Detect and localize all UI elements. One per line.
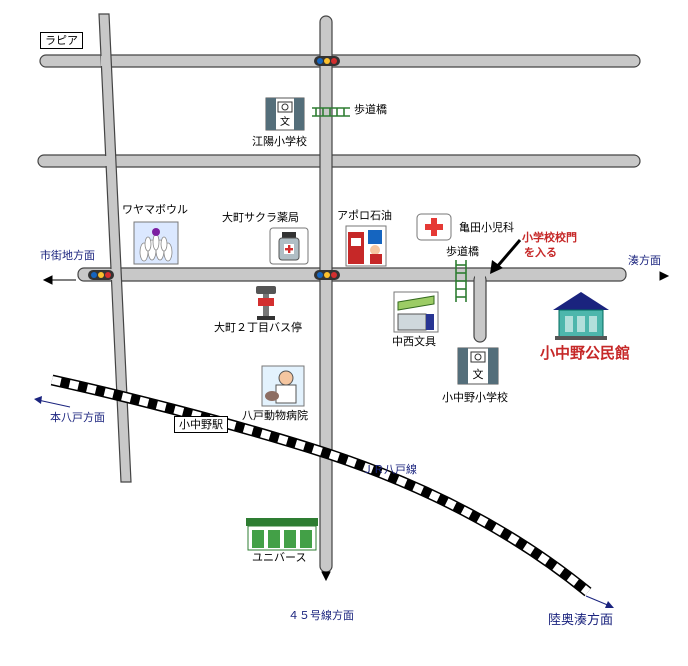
roads [37, 13, 641, 573]
bus-stop-icon [256, 286, 276, 320]
label-rapia: ラピア [40, 32, 83, 49]
school-building-icon: 文 [265, 97, 305, 131]
community-hall-icon [553, 292, 609, 340]
label-bus-stop: 大町２丁目バス停 [214, 321, 302, 334]
stationery-shop-icon [393, 291, 439, 333]
label-to-mutsuminato: 陸奥湊方面 [548, 613, 614, 628]
label-jr-line: ＪＲ八戸線 [362, 463, 417, 476]
traffic-light-main-left [88, 270, 114, 280]
label-konakano-station: 小中野駅 [174, 416, 228, 433]
gas-station-icon [345, 225, 387, 267]
bowling-pins-icon [133, 221, 179, 265]
road-middle [319, 15, 333, 573]
label-to-honhachinohe: 本八戸方面 [50, 411, 105, 424]
label-route45: ４５号線方面 [288, 609, 354, 622]
road-gate [473, 273, 487, 343]
label-to-minato: 湊方面 [628, 254, 661, 267]
label-footbridge-mid: 歩道橋 [446, 245, 479, 258]
label-to-city: 市街地方面 [40, 249, 95, 262]
svg-text:文: 文 [280, 115, 290, 128]
label-gate-line1: 小学校校門 [522, 231, 577, 244]
label-konakano-school: 小中野小学校 [442, 391, 508, 404]
label-community-hall: 小中野公民館 [540, 344, 631, 362]
arrow-honhachinohe-icon [34, 396, 42, 404]
arrow-down-icon [321, 571, 331, 582]
label-sakura-pharmacy: 大町サクラ薬局 [222, 211, 299, 224]
direction-arrow-icon [490, 239, 522, 274]
traffic-light-main-center [314, 270, 340, 280]
svg-text:文: 文 [473, 367, 484, 381]
veterinarian-icon [261, 365, 305, 407]
label-wayama-bowl: ワヤマボウル [122, 203, 188, 216]
school-building-icon: 文 [457, 347, 499, 385]
road-second [37, 154, 641, 168]
footbridge-mid-icon [455, 260, 467, 302]
label-animal-hospital: 八戸動物病院 [242, 409, 308, 422]
road-arrows [34, 271, 670, 608]
label-apollo-oil: アポロ石油 [337, 209, 392, 222]
railway-jr-hachinohe-line [50, 374, 592, 597]
red-cross-icon [416, 213, 452, 241]
label-nakanishi: 中西文具 [392, 335, 436, 348]
medicine-bottle-icon [269, 227, 309, 265]
label-universe: ユニバース [252, 551, 307, 564]
arrow-left-icon [42, 275, 53, 285]
road-main [77, 267, 627, 282]
arrow-mutsuminato-icon [605, 601, 614, 608]
label-kameda-pediatrics: 亀田小児科 [459, 221, 514, 234]
arrow-right-icon [659, 271, 670, 281]
label-gate-line2: を入る [524, 246, 557, 259]
label-footbridge-top: 歩道橋 [354, 103, 387, 116]
supermarket-icon [246, 518, 318, 551]
traffic-light-top [314, 56, 340, 66]
label-koyo-school: 江陽小学校 [252, 135, 307, 148]
footbridge-top-icon [312, 107, 350, 117]
road-left [98, 13, 132, 483]
